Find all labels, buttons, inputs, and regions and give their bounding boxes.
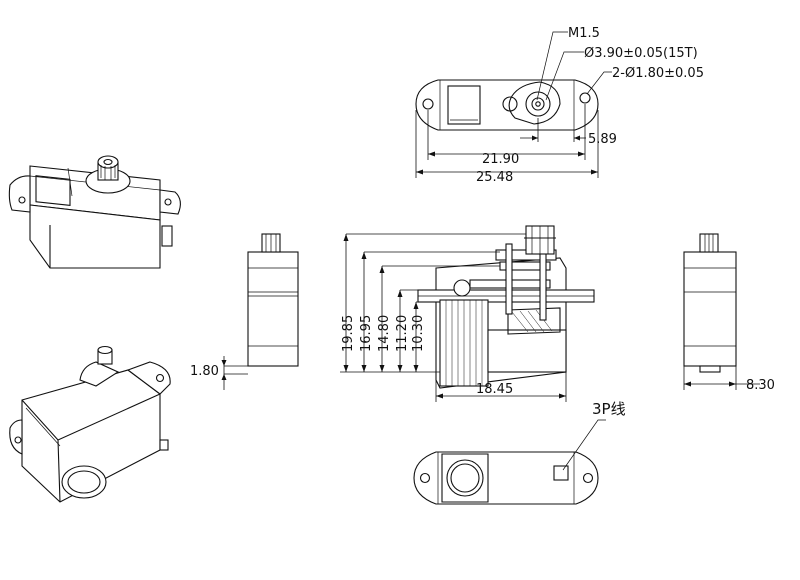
dim-shaft-offset: 5.89 xyxy=(588,132,617,147)
dim-tab-thickness: 1.80 xyxy=(190,364,219,379)
mounting-hole-right xyxy=(579,92,591,104)
output-spline xyxy=(525,91,551,117)
callout-spline: Ø3.90±0.05(15T) xyxy=(584,46,698,61)
case-pocket xyxy=(447,85,481,125)
output-gear-housing xyxy=(508,81,561,125)
isometric-view-bottom xyxy=(9,345,171,503)
left-side-view: 1.80 xyxy=(190,233,299,390)
dim-width: 8.30 xyxy=(746,378,775,393)
dim-overall-length: 25.48 xyxy=(476,170,513,185)
right-body xyxy=(683,251,737,367)
dim-h2: 16.95 xyxy=(359,315,374,352)
front-section-view: 19.85 16.95 14.80 11.20 10.30 18.45 xyxy=(340,225,595,402)
callout-wire: 3P线 xyxy=(592,400,626,418)
motor-end-cap xyxy=(446,459,484,497)
callout-holes: 2-Ø1.80±0.05 xyxy=(612,66,704,81)
bottom-view: 3P线 xyxy=(413,400,626,505)
dim-h4: 11.20 xyxy=(395,315,410,352)
idler-boss xyxy=(502,96,518,112)
isometric-view-top xyxy=(8,155,181,269)
mounting-hole-left xyxy=(422,98,434,110)
dim-total-height: 19.85 xyxy=(341,315,356,352)
left-body xyxy=(247,251,299,367)
dim-hole-spacing: 21.90 xyxy=(482,152,519,167)
dim-body-length: 18.45 xyxy=(476,382,513,397)
dim-h3: 14.80 xyxy=(377,315,392,352)
wire-exit xyxy=(553,465,569,481)
dim-h5: 10.30 xyxy=(411,315,426,352)
callout-thread: M1.5 xyxy=(568,26,600,41)
right-side-view: 8.30 xyxy=(683,233,775,393)
top-view: M1.5 Ø3.90±0.05(15T) 2-Ø1.80±0.05 5.89 2… xyxy=(415,26,704,185)
